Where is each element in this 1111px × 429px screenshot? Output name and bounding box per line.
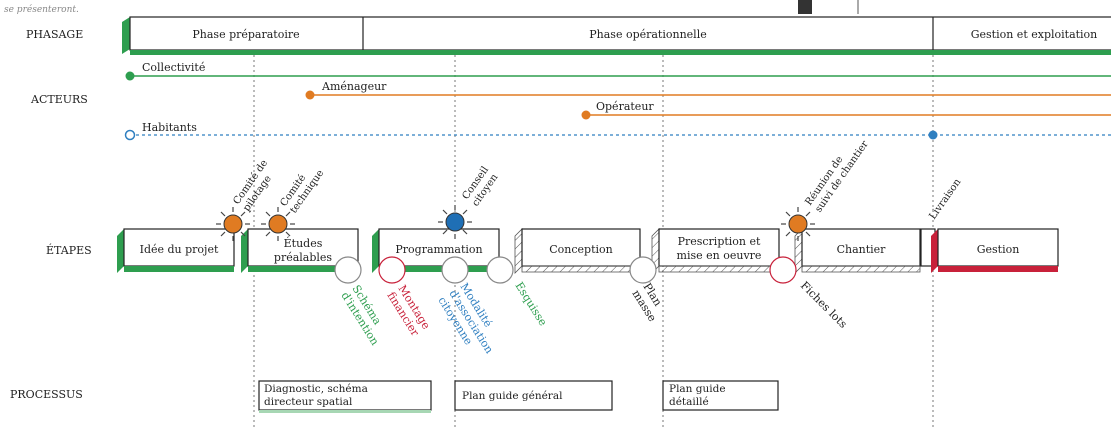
row-label-etapes: ÉTAPES — [46, 243, 92, 257]
phase-gestion: Gestion et exploitation — [971, 28, 1098, 41]
deliverable-schema: Schémad'intention — [338, 283, 392, 348]
actor-collectivite: Collectivité — [125, 61, 1111, 81]
step-chantier: Chantier — [794, 228, 921, 274]
phase-operationnelle: Phase opérationnelle — [589, 28, 706, 41]
svg-text:Plan guide général: Plan guide général — [462, 390, 563, 402]
row-label-processus: PROCESSUS — [10, 388, 83, 401]
meeting-sun-icon — [261, 207, 295, 241]
meeting-label-copil: Comité depilotage — [231, 158, 280, 214]
deliverable-esquisse: Esquisse — [512, 280, 549, 329]
row-label-acteurs: ACTEURS — [30, 93, 88, 106]
meeting-label-cotech: Comitétechnique — [278, 161, 326, 216]
actor-operateur: Opérateur — [581, 100, 1111, 120]
phase-preparatoire: Phase préparatoire — [192, 28, 299, 41]
svg-text:Conception: Conception — [549, 243, 612, 256]
meeting-sun-icon — [781, 207, 815, 241]
deliverable-modalite: Modalitéd'associationcitoyenne — [435, 281, 506, 363]
step-gestion: Gestion — [920, 228, 1059, 273]
svg-text:Chantier: Chantier — [837, 243, 887, 256]
deliverable-montage: Montagefinancier — [384, 283, 433, 339]
svg-text:Aménageur: Aménageur — [321, 80, 387, 93]
phase-bar: Phase préparatoire Phase opérationnelle … — [122, 16, 1111, 55]
timeline-guides — [253, 50, 934, 429]
meeting-sun-icon — [438, 205, 472, 239]
svg-text:Gestion: Gestion — [977, 243, 1020, 256]
svg-text:Habitants: Habitants — [142, 121, 197, 134]
process-plan-guide-general: Plan guide général — [454, 380, 613, 411]
top-note: se présenteront. — [4, 4, 79, 15]
svg-text:Programmation: Programmation — [395, 243, 482, 256]
meeting-sun-icon — [216, 207, 250, 241]
actor-habitants: Habitants — [124, 121, 1111, 141]
svg-text:Collectivité: Collectivité — [142, 61, 205, 74]
deliverable-circles — [334, 256, 797, 284]
svg-text:Opérateur: Opérateur — [596, 100, 654, 113]
step-idee: Idée du projet — [117, 228, 235, 273]
corner-bar — [798, 0, 812, 14]
step-conception: Conception — [514, 228, 641, 274]
actor-amenageur: Aménageur — [305, 80, 1111, 100]
row-label-phasage: PHASAGE — [26, 28, 83, 41]
deliverable-plan-masse: Planmasse — [629, 281, 669, 324]
svg-text:Idée du projet: Idée du projet — [140, 243, 219, 256]
meeting-label-suivi: Réunion desuivi de chantier — [803, 132, 871, 215]
meeting-label-conseil: Conseilcitoyen — [460, 165, 500, 209]
milestone-livraison: Livraison — [927, 176, 963, 221]
deliverable-fiches-lots: Fiches lots — [798, 279, 850, 331]
